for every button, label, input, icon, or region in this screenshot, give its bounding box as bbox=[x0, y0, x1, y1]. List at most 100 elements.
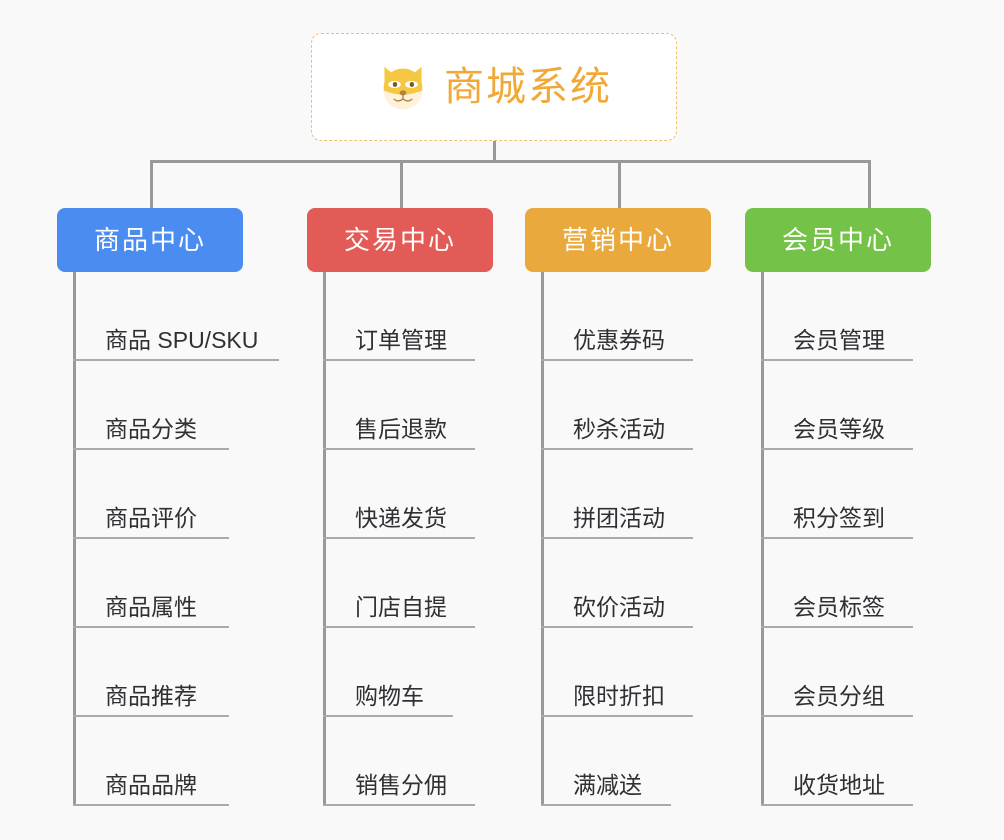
list-item[interactable]: 快递发货 bbox=[307, 450, 493, 539]
list-item-label: 售后退款 bbox=[355, 416, 447, 442]
leaf-underline bbox=[761, 804, 913, 806]
list-item-label: 会员分组 bbox=[793, 683, 885, 709]
leaf-underline bbox=[323, 537, 475, 539]
list-item-label: 订单管理 bbox=[355, 327, 447, 353]
list-item-label: 拼团活动 bbox=[573, 505, 665, 531]
list-item[interactable]: 秒杀活动 bbox=[525, 361, 711, 450]
root-node-mall-system[interactable]: 商城系统 bbox=[311, 33, 677, 141]
leaf-underline bbox=[761, 359, 913, 361]
list-item-label: 收货地址 bbox=[793, 772, 885, 798]
list-item-label: 砍价活动 bbox=[573, 594, 665, 620]
list-item[interactable]: 门店自提 bbox=[307, 539, 493, 628]
list-item-label: 快递发货 bbox=[355, 505, 447, 531]
list-item-label: 商品推荐 bbox=[105, 683, 197, 709]
connector-drop-3 bbox=[618, 160, 621, 208]
category-header-product-center[interactable]: 商品中心 bbox=[57, 208, 243, 272]
leaf-underline bbox=[73, 715, 229, 717]
leaf-list: 商品 SPU/SKU 商品分类 商品评价 商品属性 商品推荐 商品品牌 bbox=[57, 272, 279, 806]
list-item[interactable]: 购物车 bbox=[307, 628, 493, 717]
column-spine bbox=[541, 272, 544, 806]
list-item-label: 满减送 bbox=[573, 772, 642, 798]
leaf-underline bbox=[541, 537, 693, 539]
list-item[interactable]: 商品推荐 bbox=[57, 628, 258, 717]
list-item[interactable]: 商品评价 bbox=[57, 450, 258, 539]
category-header-label: 营销中心 bbox=[561, 225, 674, 255]
leaf-underline bbox=[73, 804, 229, 806]
list-item[interactable]: 销售分佣 bbox=[307, 717, 493, 806]
leaf-list: 会员管理 会员等级 积分签到 会员标签 会员分组 收货地址 bbox=[745, 272, 931, 806]
list-item-label: 购物车 bbox=[355, 683, 424, 709]
list-item-label: 销售分佣 bbox=[355, 772, 447, 798]
leaf-underline bbox=[761, 537, 913, 539]
list-item[interactable]: 会员等级 bbox=[745, 361, 931, 450]
column-marketing-center: 营销中心 优惠券码 秒杀活动 拼团活动 砍价活动 限时折扣 bbox=[525, 208, 711, 806]
list-item[interactable]: 砍价活动 bbox=[525, 539, 711, 628]
list-item[interactable]: 优惠券码 bbox=[525, 272, 711, 361]
list-item[interactable]: 商品属性 bbox=[57, 539, 258, 628]
list-item-label: 秒杀活动 bbox=[573, 416, 665, 442]
list-item-label: 商品 SPU/SKU bbox=[105, 327, 259, 353]
column-product-center: 商品中心 商品 SPU/SKU 商品分类 商品评价 商品属性 商品推荐 bbox=[57, 208, 279, 806]
leaf-underline bbox=[541, 359, 693, 361]
leaf-underline bbox=[323, 804, 475, 806]
list-item-label: 商品属性 bbox=[105, 594, 197, 620]
connector-horizontal-bus bbox=[150, 160, 871, 163]
connector-drop-2 bbox=[400, 160, 403, 208]
leaf-list: 订单管理 售后退款 快递发货 门店自提 购物车 销售分佣 bbox=[307, 272, 493, 806]
leaf-underline bbox=[541, 448, 693, 450]
shiba-dog-emoji-icon bbox=[383, 66, 423, 110]
list-item[interactable]: 商品 SPU/SKU bbox=[57, 272, 279, 361]
connector-root-stem bbox=[493, 141, 496, 163]
list-item-label: 积分签到 bbox=[793, 505, 885, 531]
leaf-underline bbox=[761, 715, 913, 717]
list-item[interactable]: 商品分类 bbox=[57, 361, 258, 450]
column-spine bbox=[323, 272, 326, 806]
leaf-underline bbox=[73, 359, 279, 361]
leaf-underline bbox=[73, 448, 229, 450]
leaf-underline bbox=[541, 804, 671, 806]
list-item-label: 会员标签 bbox=[793, 594, 885, 620]
category-header-label: 会员中心 bbox=[781, 225, 894, 255]
column-spine bbox=[73, 272, 76, 806]
column-member-center: 会员中心 会员管理 会员等级 积分签到 会员标签 会员分组 bbox=[745, 208, 931, 806]
leaf-underline bbox=[541, 715, 693, 717]
leaf-underline bbox=[323, 626, 475, 628]
list-item[interactable]: 商品品牌 bbox=[57, 717, 258, 806]
list-item[interactable]: 积分签到 bbox=[745, 450, 931, 539]
leaf-underline bbox=[761, 626, 913, 628]
leaf-underline bbox=[323, 715, 453, 717]
list-item[interactable]: 拼团活动 bbox=[525, 450, 711, 539]
list-item[interactable]: 订单管理 bbox=[307, 272, 493, 361]
category-header-member-center[interactable]: 会员中心 bbox=[745, 208, 931, 272]
list-item-label: 限时折扣 bbox=[573, 683, 665, 709]
leaf-underline bbox=[323, 359, 475, 361]
category-header-trade-center[interactable]: 交易中心 bbox=[307, 208, 493, 272]
list-item[interactable]: 限时折扣 bbox=[525, 628, 711, 717]
list-item[interactable]: 会员标签 bbox=[745, 539, 931, 628]
connector-drop-1 bbox=[150, 160, 153, 208]
list-item-label: 优惠券码 bbox=[573, 327, 665, 353]
connector-drop-4 bbox=[868, 160, 871, 208]
leaf-underline bbox=[73, 626, 229, 628]
leaf-underline bbox=[761, 448, 913, 450]
list-item[interactable]: 会员分组 bbox=[745, 628, 931, 717]
category-header-marketing-center[interactable]: 营销中心 bbox=[525, 208, 711, 272]
list-item-label: 会员等级 bbox=[793, 416, 885, 442]
list-item[interactable]: 会员管理 bbox=[745, 272, 931, 361]
list-item[interactable]: 售后退款 bbox=[307, 361, 493, 450]
leaf-underline bbox=[541, 626, 693, 628]
category-header-label: 交易中心 bbox=[343, 225, 456, 255]
category-header-label: 商品中心 bbox=[93, 225, 206, 255]
root-node-label: 商城系统 bbox=[444, 65, 612, 109]
leaf-list: 优惠券码 秒杀活动 拼团活动 砍价活动 限时折扣 满减送 bbox=[525, 272, 711, 806]
list-item-label: 商品品牌 bbox=[105, 772, 197, 798]
list-item-label: 门店自提 bbox=[355, 594, 447, 620]
column-spine bbox=[761, 272, 764, 806]
list-item-label: 会员管理 bbox=[793, 327, 885, 353]
column-trade-center: 交易中心 订单管理 售后退款 快递发货 门店自提 购物车 bbox=[307, 208, 493, 806]
list-item-label: 商品分类 bbox=[105, 416, 197, 442]
leaf-underline bbox=[323, 448, 475, 450]
list-item[interactable]: 满减送 bbox=[525, 717, 711, 806]
list-item[interactable]: 收货地址 bbox=[745, 717, 931, 806]
